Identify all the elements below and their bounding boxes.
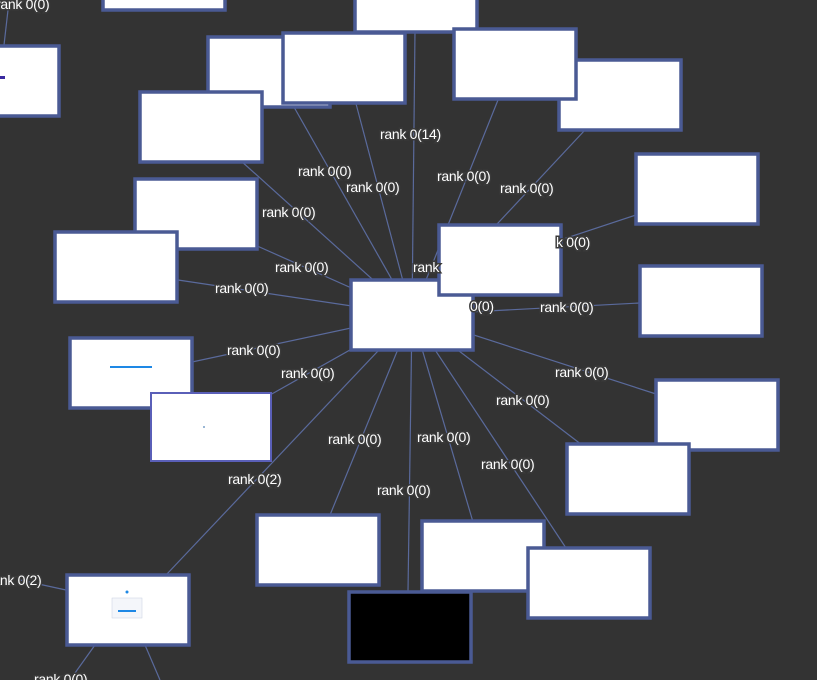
graph-node[interactable] — [347, 590, 473, 664]
edge — [165, 314, 413, 576]
thumbnail-bar — [110, 366, 152, 368]
edge-label: rank 0(0) — [215, 280, 268, 296]
edge — [407, 314, 413, 593]
graph-node[interactable] — [634, 152, 760, 226]
edge-label: rank — [413, 259, 440, 275]
edge — [411, 314, 567, 549]
edge-label: rank 0(0) — [262, 204, 315, 220]
edge-label: rank 0(0) — [346, 179, 399, 195]
edge-label: rank 0(0) — [417, 429, 470, 445]
graph-node[interactable] — [0, 44, 61, 118]
edge-label: rank 0(2) — [0, 572, 41, 588]
edge-label: rank 0(0) — [227, 342, 280, 358]
graph-node[interactable] — [565, 442, 691, 516]
thumbnail-dot — [125, 590, 129, 594]
graph-nodes — [0, 0, 780, 664]
thumbnail-bar — [0, 76, 5, 79]
node-thumbnails — [0, 76, 205, 619]
graph-node[interactable] — [281, 31, 407, 105]
graph-node[interactable] — [437, 223, 563, 297]
thumbnail-panel — [111, 597, 143, 619]
edge-label: rank 0(0) — [34, 671, 87, 680]
edge — [69, 644, 96, 680]
graph-node[interactable] — [53, 230, 179, 304]
graph-node[interactable] — [138, 90, 264, 164]
edge-label: rank 0(0) — [298, 163, 351, 179]
edge-label: rank 0(0) — [437, 168, 490, 184]
edge-label: rank 0(0) — [481, 456, 534, 472]
edge-label: rank 0(0) — [275, 259, 328, 275]
edge — [3, 9, 9, 46]
edge-label: rank 0(0) — [0, 0, 49, 12]
edge-label: rank 0(0) — [328, 431, 381, 447]
edge-label: rank 0(0) — [377, 482, 430, 498]
edge-label: 0(0) — [470, 298, 494, 314]
edge — [144, 644, 161, 680]
graph-node[interactable] — [654, 378, 780, 452]
edge-label: rank 0(0) — [555, 364, 608, 380]
graph-node[interactable] — [255, 513, 381, 587]
graph-node[interactable] — [638, 264, 764, 338]
edge-label: rank 0(2) — [228, 471, 281, 487]
thumbnail-dot — [203, 426, 205, 428]
thumbnail-button — [118, 610, 136, 612]
edge-label: rank 0(0) — [496, 392, 549, 408]
edge-label: k 0(0) — [556, 234, 590, 250]
graph-node[interactable] — [150, 392, 272, 462]
graph-node[interactable] — [420, 519, 546, 593]
edge-label: rank 0(0) — [281, 365, 334, 381]
edge — [19, 579, 67, 591]
edge-label: rank 0(14) — [380, 126, 441, 142]
graph-node[interactable] — [526, 546, 652, 620]
edge-label: rank 0(0) — [540, 299, 593, 315]
edge-label: rank 0(0) — [500, 180, 553, 196]
graph-node[interactable] — [353, 0, 479, 34]
graph-node[interactable] — [452, 27, 578, 101]
graph-node[interactable] — [101, 0, 227, 12]
edge-labels: rank 0(14) rank 0(0) rank 0(0) rank 0(0)… — [0, 0, 610, 680]
edge — [411, 29, 416, 316]
